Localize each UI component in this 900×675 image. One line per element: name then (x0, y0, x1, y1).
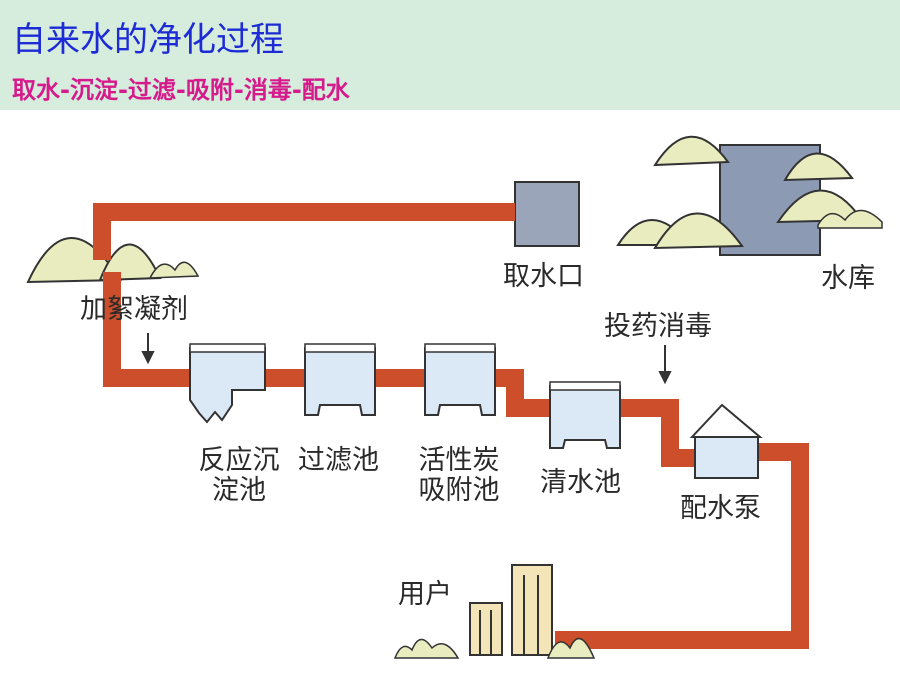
sedimentation-label-line1: 反应沉 (198, 445, 280, 476)
left-hills (26, 237, 200, 284)
intake-label: 取水口 (503, 261, 584, 292)
header-band: 自来水的净化过程 取水-沉淀-过滤-吸附-消毒-配水 (0, 0, 900, 110)
coagulant-label: 加絮凝剂 (80, 294, 188, 325)
carbon-label-line2: 吸附池 (418, 475, 500, 506)
disinfect-arrow (658, 345, 672, 385)
carbon-label-line1: 活性炭 (418, 445, 500, 476)
carbon-tank (424, 343, 496, 416)
user-buildings (393, 564, 596, 659)
pump-house (689, 403, 763, 479)
page-title: 自来水的净化过程 (12, 20, 284, 60)
sedimentation-label: 反应沉 淀池 (193, 446, 285, 506)
filter-label: 过滤池 (298, 445, 379, 476)
reservoir-label: 水库 (821, 263, 875, 294)
intake-box (514, 181, 580, 247)
user-label: 用户 (398, 579, 452, 610)
coagulant-arrow (141, 333, 155, 365)
carbon-label: 活性炭 吸附池 (413, 446, 505, 506)
filter-tank (304, 343, 376, 416)
pipe-network (93, 203, 809, 649)
reservoir-graphic (616, 135, 883, 256)
clear-water-label: 清水池 (540, 467, 621, 498)
sedimentation-tank (189, 343, 266, 424)
pump-label: 配水泵 (680, 493, 761, 524)
page-subtitle: 取水-沉淀-过滤-吸附-消毒-配水 (12, 76, 350, 104)
sedimentation-label-line2: 淀池 (212, 475, 266, 506)
disinfect-label: 投药消毒 (604, 311, 712, 342)
clear-water-tank (549, 381, 621, 449)
